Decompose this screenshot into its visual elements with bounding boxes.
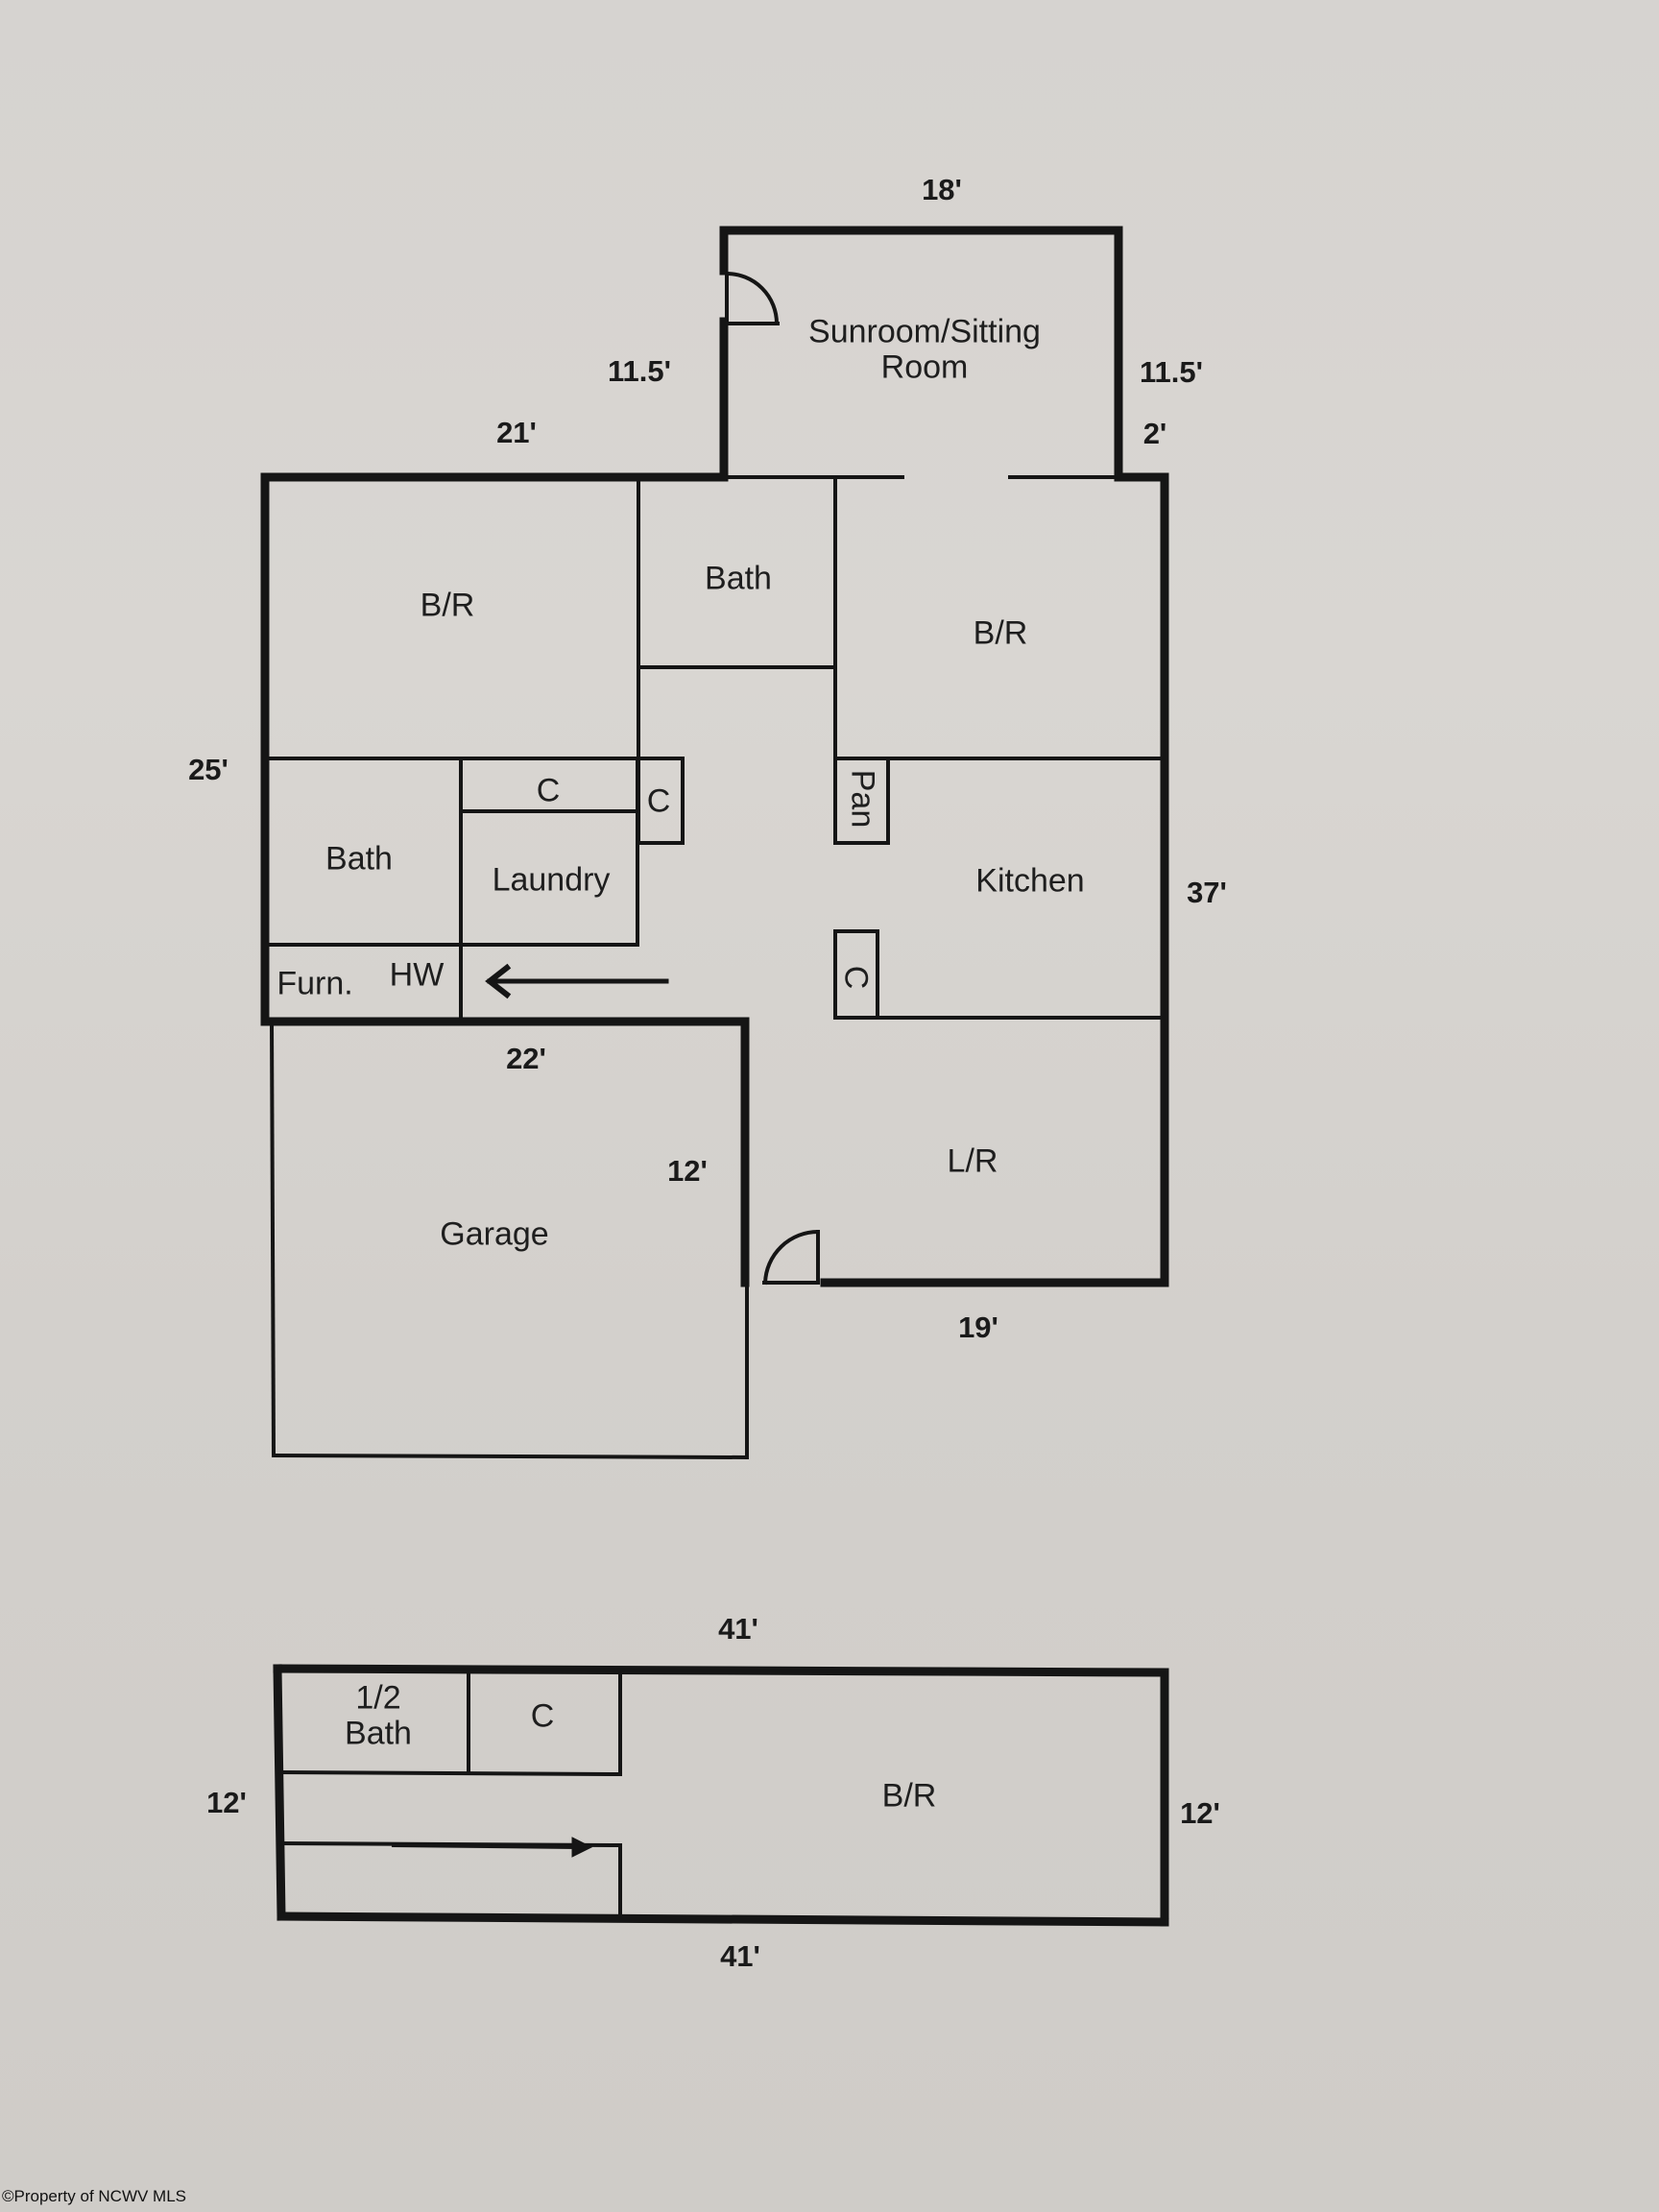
room-laundry-label: Laundry <box>492 861 611 899</box>
dimension-left-side: 25' <box>188 753 228 786</box>
lower-level-walls <box>273 1664 1169 1927</box>
room-pantry-label: Pan <box>844 769 881 829</box>
dimension-lower-left: 12' <box>206 1786 247 1819</box>
right-arrow-icon <box>391 1837 593 1858</box>
dimension-garage-top: 22' <box>506 1042 546 1075</box>
room-closet-row-label: C <box>536 772 561 809</box>
room-half-bath-label: 1/2 Bath <box>345 1679 412 1751</box>
room-garage-label: Garage <box>440 1215 549 1253</box>
main-outer-walls <box>260 472 1169 1287</box>
room-bath-lower-label: Bath <box>325 840 393 878</box>
room-furnace-label: Furn. <box>276 965 353 1002</box>
dimension-sunroom-right: 11.5' <box>1140 355 1203 389</box>
dimension-garage-side: 12' <box>667 1154 708 1188</box>
dimension-lower-right: 12' <box>1180 1796 1220 1830</box>
interior-walls <box>263 475 1166 1023</box>
room-bath-upper-label: Bath <box>705 560 772 597</box>
garage-walls <box>269 1019 750 1460</box>
room-hot-water-label: HW <box>389 956 445 994</box>
dimension-bottom-right: 19' <box>958 1310 998 1344</box>
room-living-room-label: L/R <box>947 1142 998 1180</box>
dimension-right-offset: 2' <box>1142 417 1167 450</box>
lower-level-interior <box>277 1671 623 1920</box>
sunroom-door-icon <box>724 271 780 326</box>
room-closet-kitchen-label: C <box>837 965 875 990</box>
left-arrow-icon <box>485 963 669 999</box>
dimension-top-left: 21' <box>496 416 537 449</box>
dimension-lower-top: 41' <box>718 1612 758 1646</box>
room-kitchen-label: Kitchen <box>975 862 1085 900</box>
room-bedroom-left-label: B/R <box>420 587 475 624</box>
room-bedroom-right-label: B/R <box>973 614 1028 652</box>
room-sunroom-label: Sunroom/Sitting Room <box>808 313 1041 385</box>
sunroom-walls <box>719 226 1123 482</box>
dimension-sunroom-top: 18' <box>922 173 962 206</box>
dimension-sunroom-left: 11.5' <box>608 354 671 388</box>
room-lower-bedroom-label: B/R <box>881 1777 937 1815</box>
entry-door-icon <box>762 1229 821 1286</box>
dimension-right-side: 37' <box>1187 876 1227 909</box>
room-lower-closet-label: C <box>530 1697 555 1735</box>
dimension-lower-bottom: 41' <box>720 1939 760 1973</box>
copyright-footer: ©Property of NCWV MLS <box>2 2187 187 2205</box>
room-closet-small-label: C <box>646 782 671 820</box>
